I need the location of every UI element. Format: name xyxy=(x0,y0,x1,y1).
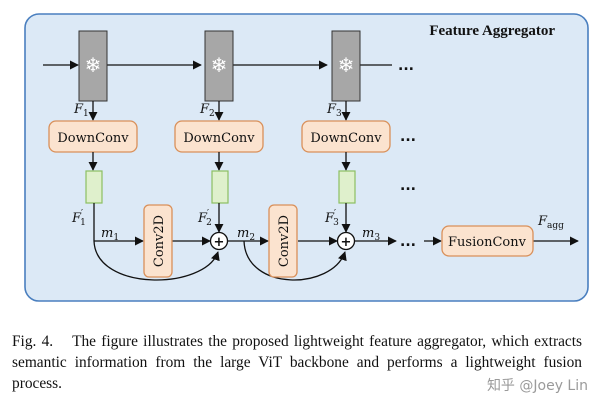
snowflake-icon: ❄ xyxy=(338,53,355,77)
sum-node-3 xyxy=(336,231,356,251)
ellipsis-downconv: ... xyxy=(400,129,416,145)
label-f2: F2 xyxy=(199,102,215,119)
conv2d-label: Conv2D xyxy=(152,215,167,267)
panel-title: Feature Aggregator xyxy=(429,23,555,39)
backbone-block-1 xyxy=(78,30,108,102)
conv2d-box-2 xyxy=(268,204,298,278)
figure-caption: Fig. 4. The figure illustrates the propo… xyxy=(12,331,582,394)
label-f1: F1 xyxy=(73,102,89,119)
label-m3: m3 xyxy=(362,226,380,243)
fusionconv-label: FusionConv xyxy=(448,235,527,250)
label-f2-prime: F′2 xyxy=(197,209,212,228)
downconv-label: DownConv xyxy=(310,131,382,146)
label-f-agg: Fagg xyxy=(537,214,564,231)
projected-block-3 xyxy=(338,170,356,204)
watermark: 知乎 @Joey Lin xyxy=(486,378,588,394)
label-m2: m2 xyxy=(237,226,255,243)
conv2d-box-1 xyxy=(143,204,173,278)
snowflake-icon: ❄ xyxy=(211,53,228,77)
backbone-block-3 xyxy=(331,30,361,102)
skip-connection-2 xyxy=(243,240,347,281)
plus-symbol: + xyxy=(341,235,352,250)
sum-node-2 xyxy=(209,231,229,251)
label-f1-prime: F′1 xyxy=(71,209,86,228)
fusionconv-box xyxy=(441,225,534,257)
figure-label: Fig. 4. xyxy=(12,333,54,350)
aggregator-panel xyxy=(24,13,589,302)
label-m1: m1 xyxy=(101,226,119,243)
label-f3: F3 xyxy=(326,102,342,119)
downconv-label: DownConv xyxy=(183,131,255,146)
feature-aggregator-diagram: Feature Aggregator ... ❄ ❄ ❄ F1 F2 F3 Do… xyxy=(24,13,589,302)
downconv-label: DownConv xyxy=(57,131,129,146)
ellipsis-backbone: ... xyxy=(398,58,414,74)
ellipsis-flow: ... xyxy=(400,234,416,250)
caption-text: The figure illustrates the proposed ligh… xyxy=(12,333,582,392)
snowflake-icon: ❄ xyxy=(85,53,102,77)
conv2d-label: Conv2D xyxy=(277,215,292,267)
projected-block-1 xyxy=(85,170,103,204)
label-f3-prime: F′3 xyxy=(324,209,339,228)
projected-block-2 xyxy=(211,170,229,204)
skip-connection-1 xyxy=(93,240,220,281)
plus-symbol: + xyxy=(214,235,225,250)
ellipsis-projected: ... xyxy=(400,178,416,194)
